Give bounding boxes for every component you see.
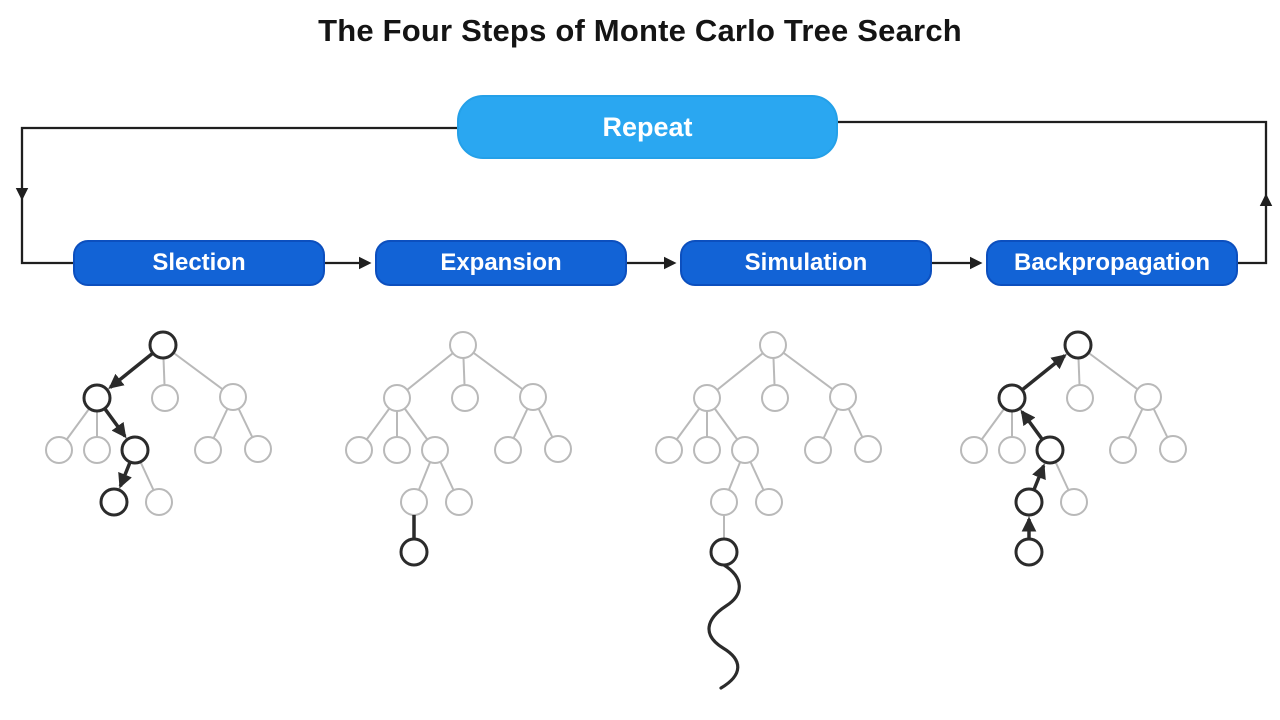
step-button-selection[interactable]: Slection [73, 240, 325, 286]
step-button-simulation[interactable]: Simulation [680, 240, 932, 286]
step-button-expansion-label: Expansion [440, 249, 562, 276]
repeat-button-label: Repeat [602, 111, 693, 142]
tree-backpropagation [960, 330, 1187, 567]
tree-simulation [655, 331, 882, 690]
tree-expansion [345, 331, 572, 567]
tree-selection [45, 330, 272, 517]
page-title: The Four Steps of Monte Carlo Tree Searc… [318, 13, 962, 48]
step-button-selection-label: Slection [152, 249, 246, 276]
step-button-simulation-label: Simulation [744, 249, 868, 276]
step-button-backpropagation-label: Backpropagation [1013, 249, 1211, 276]
repeat-button[interactable]: Repeat [457, 95, 838, 159]
step-button-expansion[interactable]: Expansion [375, 240, 627, 286]
step-button-backpropagation[interactable]: Backpropagation [986, 240, 1238, 286]
